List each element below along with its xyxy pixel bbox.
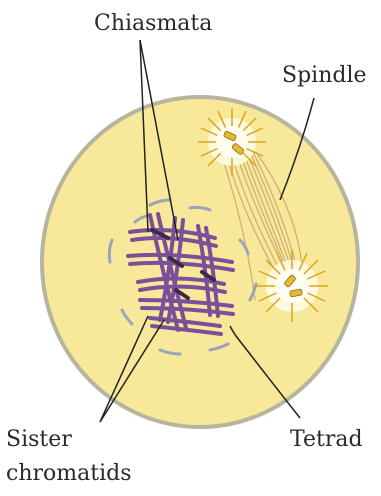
chiasmata-label: Chiasmata — [94, 11, 212, 36]
sister-chromatids-label-line2: chromatids — [6, 461, 131, 486]
sister-chromatids-label-line1: Sister — [6, 427, 72, 452]
spindle-label: Spindle — [282, 63, 367, 88]
upper-centrosome-icon — [198, 108, 266, 176]
cell-icon — [42, 97, 358, 427]
lower-centrosome-icon — [256, 250, 328, 322]
tetrad-label: Tetrad — [290, 427, 363, 452]
